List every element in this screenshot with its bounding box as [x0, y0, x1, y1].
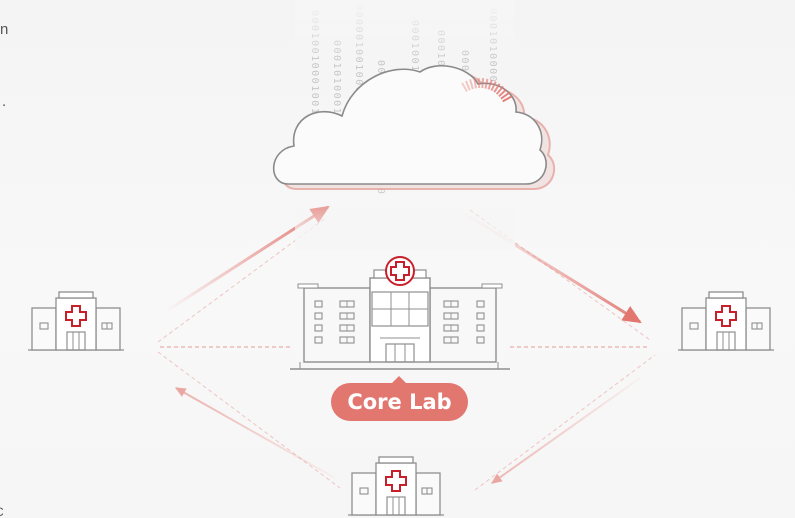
arrow-bottom-to-left: [174, 387, 336, 479]
progress-tick: [500, 91, 510, 100]
progress-tick: [464, 80, 471, 91]
progress-tick: [490, 81, 497, 92]
progress-tick: [498, 88, 507, 98]
clipped-text-bottom: C: [0, 506, 4, 518]
upload-progress-ticks: [461, 77, 512, 103]
progress-tick: [495, 85, 504, 95]
progress-tick: [461, 82, 468, 92]
left-hospital-icon: [27, 291, 125, 351]
progress-tick: [493, 83, 501, 93]
progress-tick: [473, 78, 477, 89]
clipped-text-middle: .: [2, 93, 7, 110]
progress-tick: [469, 79, 474, 90]
progress-tick: [502, 95, 512, 103]
arrow-right-to-bottom: [491, 377, 641, 484]
medical-cross-icon: [385, 256, 415, 286]
right-hospital-icon: [677, 291, 775, 351]
progress-tick: [481, 78, 485, 89]
core-lab-label: Core Lab: [347, 390, 451, 414]
cloud-icon: [272, 64, 556, 190]
progress-tick: [484, 78, 489, 89]
core-lab-badge: Core Lab: [331, 376, 468, 421]
clipped-text-top: n: [0, 21, 9, 38]
progress-tick: [487, 79, 493, 90]
bottom-hospital-icon: [347, 456, 445, 516]
